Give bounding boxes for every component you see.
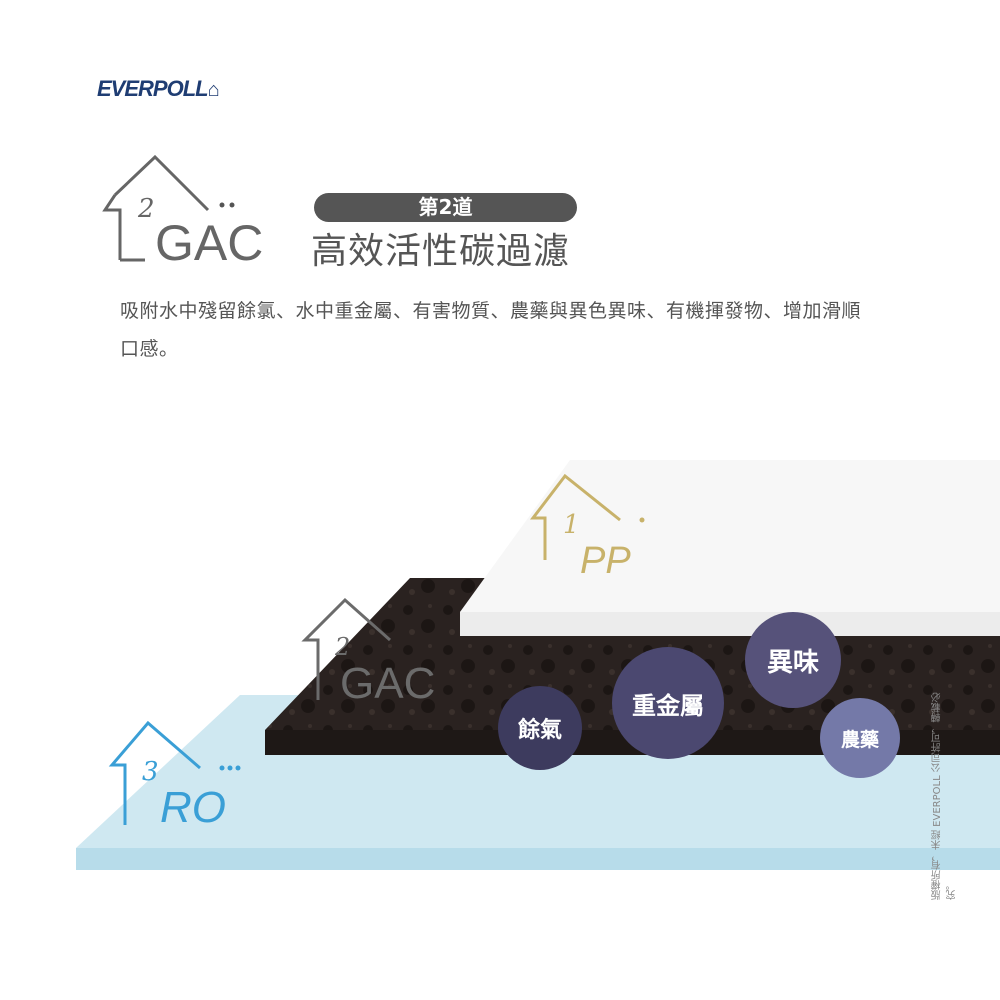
svg-text:2: 2 [334,633,350,661]
svg-text:RO: RO [160,783,226,832]
ro-house-icon: 3 RO [108,720,241,832]
description: 吸附水中殘留餘氯、水中重金屬、有害物質、農藥與異色異味、有機揮發物、增加滑順口感… [120,300,862,360]
everpoll-logo: EVERPOLL⌂ [97,76,220,102]
svg-text:1: 1 [563,510,580,540]
contaminant-heavy-metals: 重金屬 [612,647,724,759]
svg-text:PP: PP [580,540,631,582]
pp-house-icon: 1 PP [529,473,645,582]
header-icon-number: 2 [137,194,155,224]
contaminant-chlorine: 餘氣 [498,686,582,770]
contaminant-pesticides: 農藥 [820,698,900,778]
pp-layer-front [460,612,1000,636]
svg-text:3: 3 [142,757,159,787]
contaminant-odor: 異味 [745,612,841,708]
header-icon-label: GAC [155,215,263,270]
gac-layer-top [265,578,495,730]
pp-layer-top [460,460,1000,612]
copyright-notice: 版權所有，未經 EVERPOLL 公司許可，轉載必究。 [932,692,958,900]
svg-text:GAC: GAC [340,659,435,708]
filter-layers-diagram: 1 PP 2 GAC 3 RO [76,460,1000,870]
logo-text: EVERPOLL [97,76,209,101]
gac-house-icon: 2 GAC [102,155,263,270]
gac-layer-house-icon: 2 GAC [301,597,435,708]
stage-badge: 第2道 [314,193,577,222]
logo-house-icon: ⌂ [207,79,220,101]
ro-layer-front [76,848,1000,870]
page-title: 高效活性碳過濾 [311,231,571,272]
